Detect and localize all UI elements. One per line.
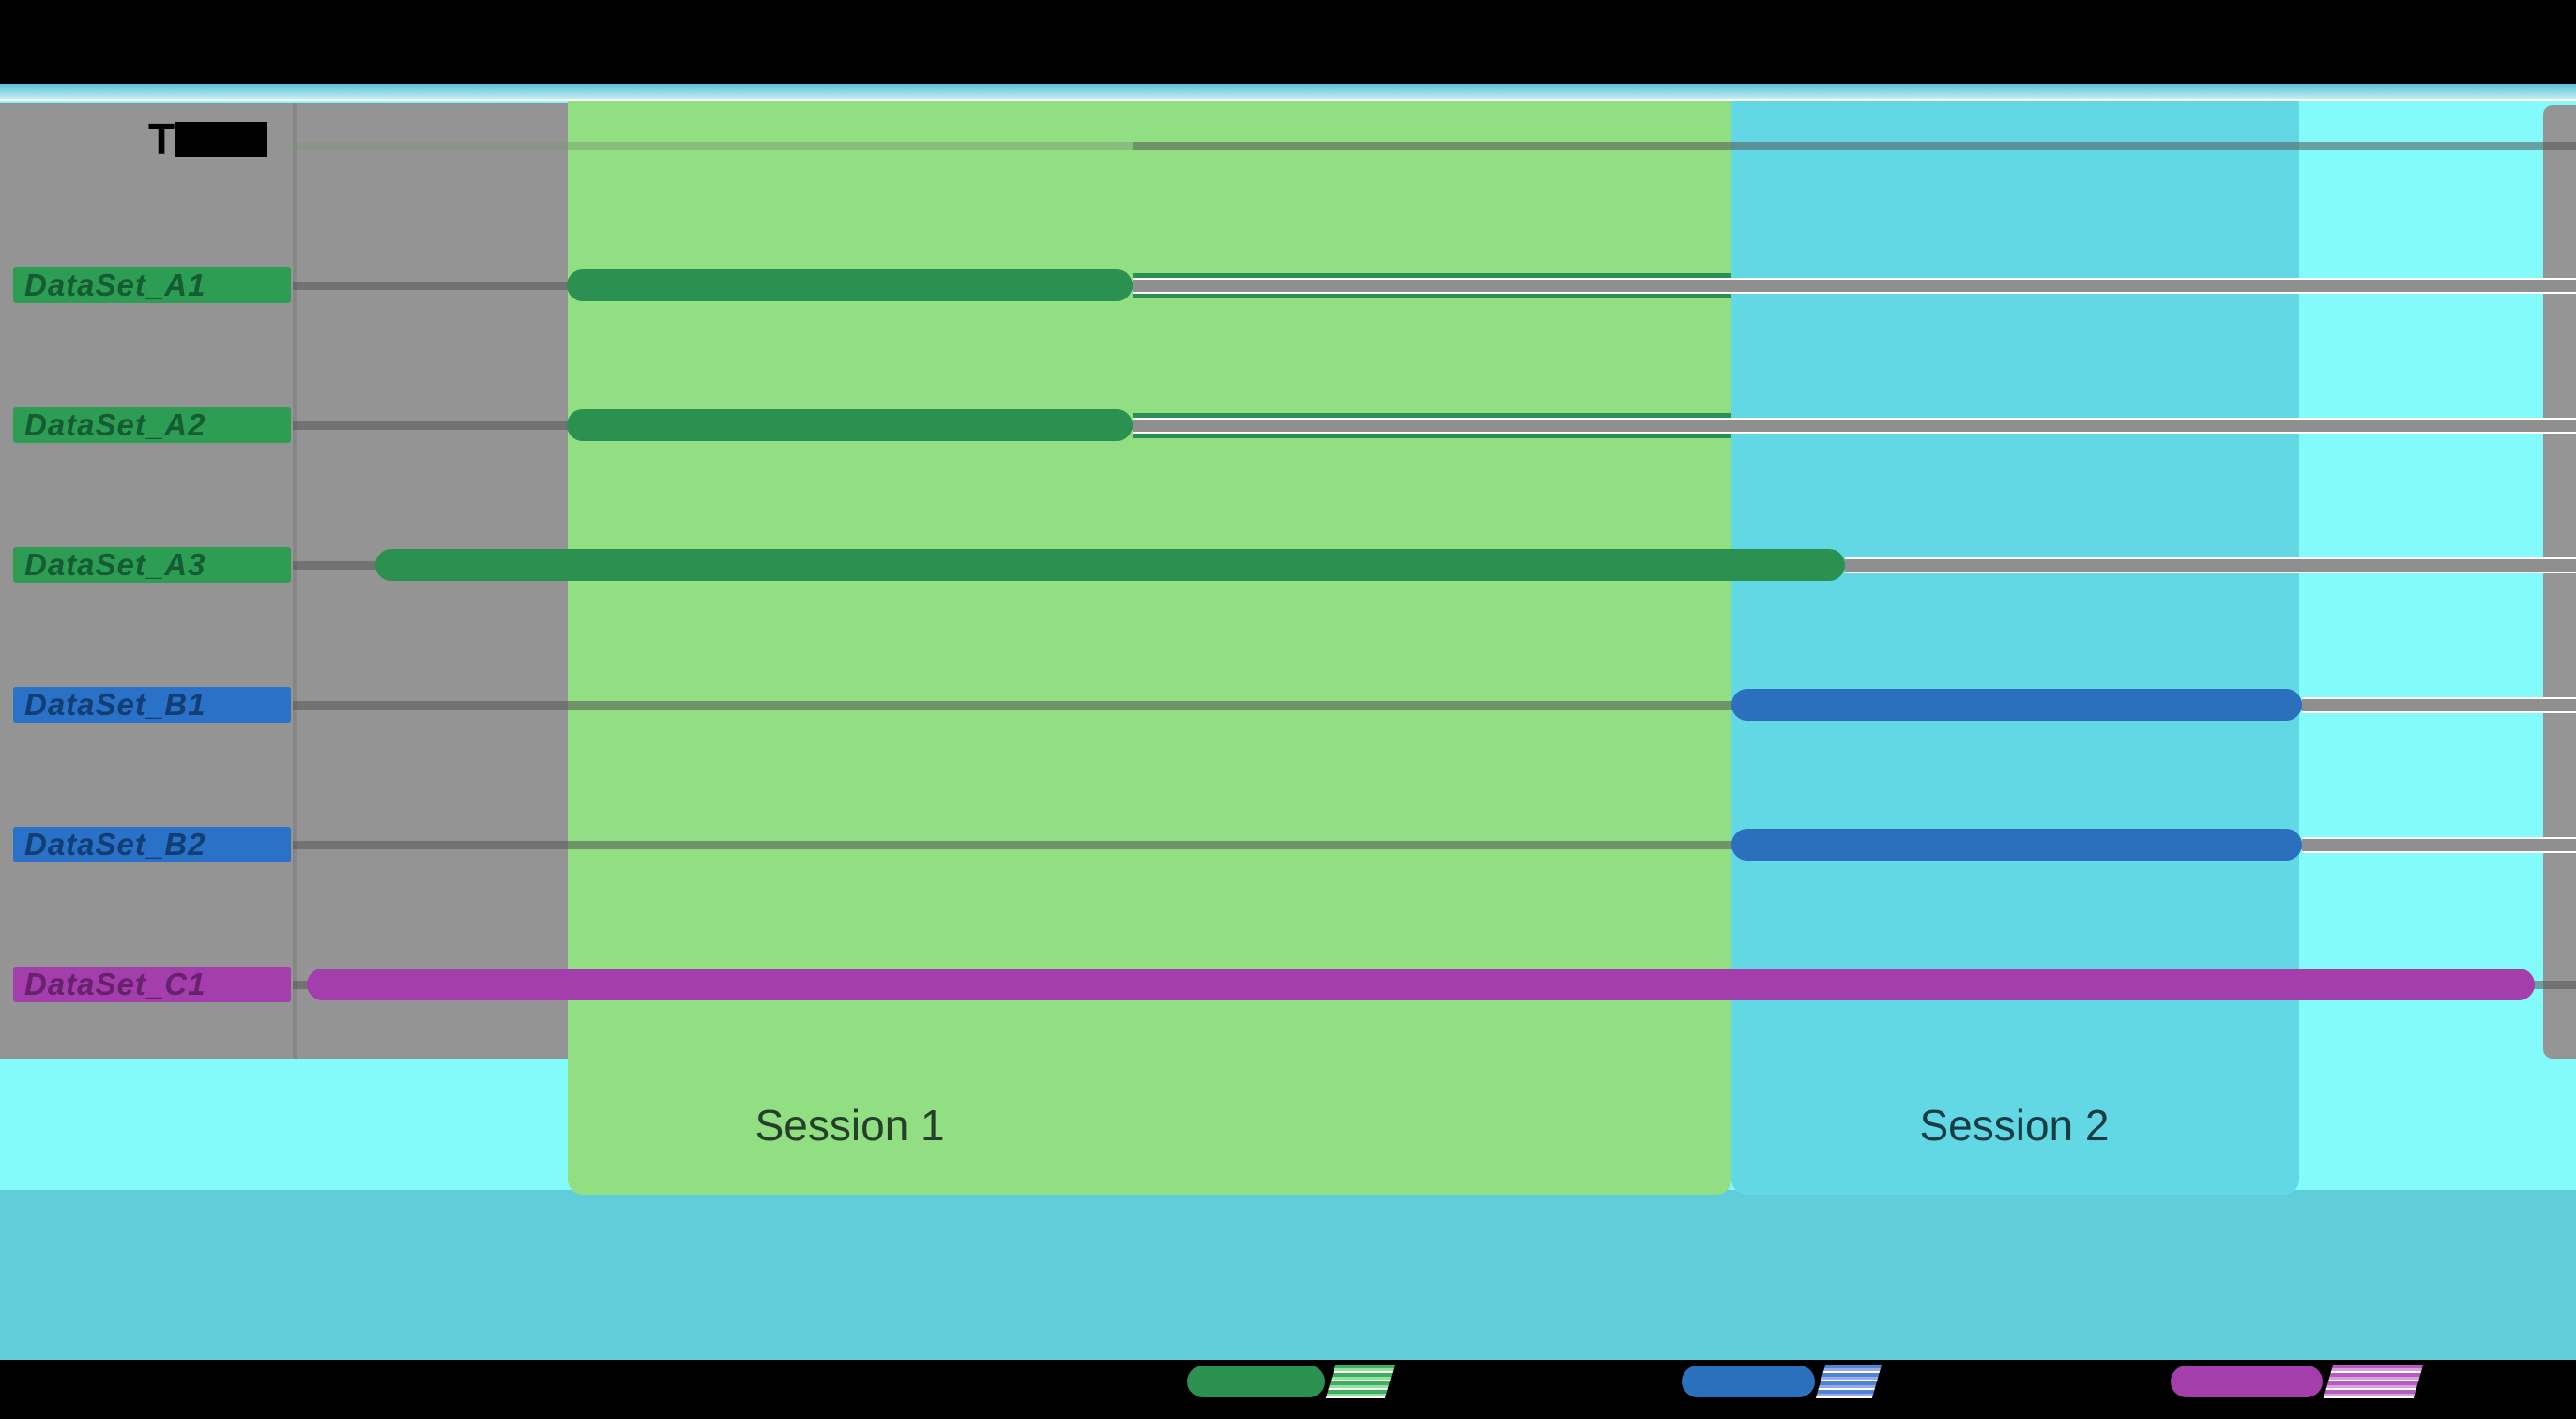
task-extent-line	[1133, 278, 2576, 294]
timeline-axis-line	[293, 103, 297, 1059]
legend-swatch	[2171, 1366, 2323, 1397]
task-bar	[1730, 829, 2303, 861]
legend-slash-icon	[1815, 1365, 1882, 1398]
session-2-label: Session 2	[1919, 1101, 2110, 1150]
legend-slash-icon	[1325, 1365, 1395, 1398]
session-1-label: Session 1	[755, 1101, 945, 1150]
row-label-chip: DataSet_A3	[13, 547, 291, 583]
top-bar	[0, 0, 2576, 84]
gridline	[1133, 142, 2576, 150]
task-bar	[306, 969, 2536, 1000]
legend-swatch	[1187, 1366, 1325, 1397]
task-extent-line	[1845, 557, 2576, 573]
task-bar	[374, 549, 1846, 581]
bottom-band	[0, 1190, 2576, 1361]
task-extent-line	[1133, 418, 2576, 434]
gridline	[293, 701, 2576, 710]
task-extent-line	[2302, 697, 2576, 713]
session-1-band	[567, 87, 1732, 1195]
row-label-chip: DataSet_B1	[13, 687, 291, 723]
task-bar	[1730, 689, 2303, 721]
gridline	[293, 841, 2576, 849]
right-edge-panel	[2543, 105, 2576, 1059]
row-label-chip: DataSet_C1	[13, 967, 291, 1002]
row-label-chip: DataSet_A2	[13, 407, 291, 443]
task-extent-line	[2302, 837, 2576, 853]
row-label-chip: DataSet_B2	[13, 827, 291, 862]
task-bar	[566, 409, 1134, 441]
session-2-band	[1731, 87, 2299, 1195]
row-label-chip: DataSet_A1	[13, 267, 291, 303]
gridline	[293, 142, 1134, 150]
header-strip	[0, 84, 2576, 101]
legend-slash-icon	[2323, 1365, 2424, 1398]
first-row-label: T	[148, 114, 267, 163]
redacted-text-block	[175, 121, 267, 157]
task-bar	[566, 269, 1134, 301]
legend-swatch	[1682, 1366, 1815, 1397]
first-row-label-text: T	[148, 114, 175, 163]
